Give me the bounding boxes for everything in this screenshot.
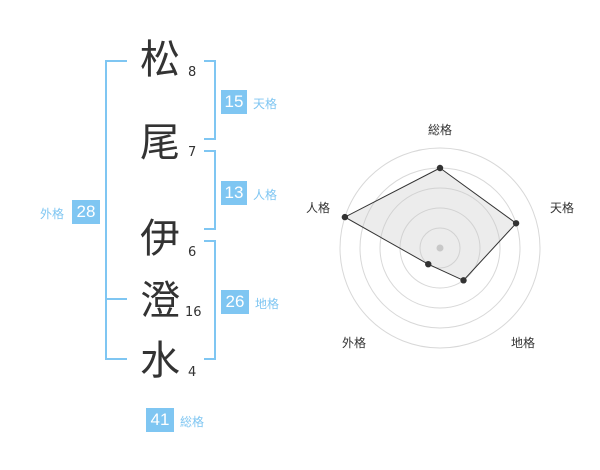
- gaikaku-bracket-tick: [105, 298, 127, 300]
- radar-point-1: [512, 220, 520, 227]
- radar-axis-label-soukaku: 総格: [428, 123, 453, 137]
- radar-axis-label-chikaku: 地格: [511, 336, 536, 350]
- gaikaku-label: 外格: [40, 207, 65, 221]
- name-char-4: 澄: [140, 278, 180, 324]
- radar-ring-5: [339, 147, 541, 349]
- gaikaku-value: 28: [72, 200, 100, 224]
- radar-ring-4: [359, 167, 521, 329]
- radar-ring-3: [379, 187, 501, 309]
- name-char-5: 水: [140, 338, 180, 384]
- jinkaku-value: 13: [221, 181, 247, 205]
- radar-ring-2: [399, 207, 481, 289]
- radar-point-2: [460, 277, 467, 284]
- jinkaku-bracket: [204, 150, 216, 230]
- radar-axis-label-tenkaku: 天格: [550, 201, 575, 215]
- radar-center-dot: [436, 244, 444, 252]
- stroke-count-2: 7: [188, 145, 197, 160]
- chikaku-label: 地格: [255, 297, 280, 311]
- jinkaku-label: 人格: [253, 188, 278, 202]
- radar-point-0: [436, 164, 444, 172]
- stroke-count-4: 16: [185, 305, 202, 320]
- stroke-count-3: 6: [188, 245, 197, 260]
- name-char-2: 尾: [140, 120, 180, 166]
- radar-ring-1: [419, 227, 461, 269]
- stroke-count-1: 8: [188, 65, 197, 80]
- gaikaku-bracket: [105, 60, 127, 360]
- radar-axis-label-gaikaku: 外格: [342, 336, 367, 350]
- stroke-count-5: 4: [188, 365, 197, 380]
- chikaku-bracket: [204, 240, 216, 360]
- tenkaku-value: 15: [221, 90, 247, 114]
- radar-series-shape: [343, 167, 517, 282]
- radar-point-3: [425, 260, 432, 268]
- name-char-3: 伊: [140, 216, 180, 262]
- radar-point-4: [341, 213, 349, 221]
- soukaku-value: 41: [146, 408, 174, 432]
- name-char-1: 松: [140, 37, 180, 83]
- radar-axis-label-jinkaku: 人格: [306, 201, 331, 215]
- tenkaku-label: 天格: [253, 97, 278, 111]
- soukaku-label: 総格: [180, 415, 205, 429]
- tenkaku-bracket: [204, 60, 216, 140]
- chikaku-value: 26: [221, 290, 249, 314]
